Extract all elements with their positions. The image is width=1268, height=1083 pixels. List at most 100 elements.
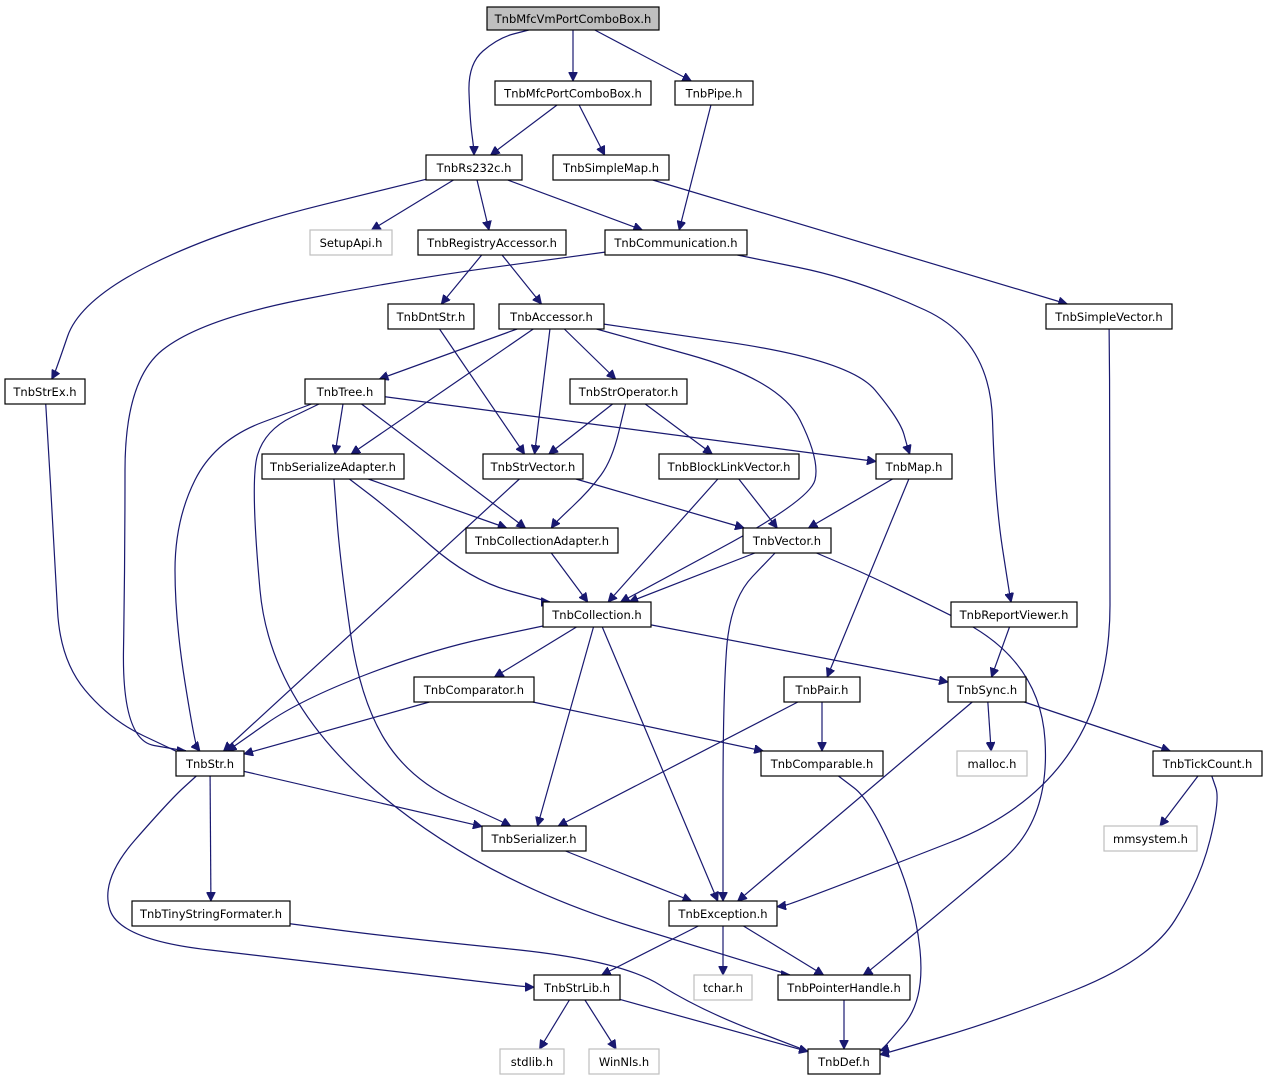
node-tnbtinystringformater-h[interactable]: TnbTinyStringFormater.h: [131, 900, 291, 927]
node-label: TnbRegistryAccessor.h: [426, 236, 557, 250]
edge-str-to-serializer: [243, 770, 482, 826]
node-tnbserializeadapter-h[interactable]: TnbSerializeAdapter.h: [261, 453, 405, 480]
node-stdlib-h[interactable]: stdlib.h: [499, 1048, 565, 1075]
node-tnbstrex-h[interactable]: TnbStrEx.h: [4, 378, 86, 405]
node-box: [875, 453, 953, 480]
node-tnbblocklinkvector-h[interactable]: TnbBlockLinkVector.h: [658, 453, 800, 480]
node-label: TnbTickCount.h: [1162, 757, 1253, 771]
edge-root-to-rs232c: [468, 29, 529, 155]
edge-layer: [45, 29, 1218, 1055]
node-tnbsimplevector-h[interactable]: TnbSimpleVector.h: [1045, 303, 1173, 330]
edge-pair-to-serializer: [558, 701, 799, 827]
node-tnbexception-h[interactable]: TnbException.h: [668, 900, 778, 927]
edge-strlib-to-winnls: [584, 999, 616, 1049]
node-label: TnbStrOperator.h: [578, 385, 679, 399]
node-tnbvector-h[interactable]: TnbVector.h: [742, 527, 832, 554]
node-tnbdef-h[interactable]: TnbDef.h: [807, 1048, 881, 1075]
node-tnbaccessor-h[interactable]: TnbAccessor.h: [498, 303, 605, 330]
edge-rs232c-to-strex: [51, 178, 427, 379]
edge-comparator-to-str: [244, 701, 430, 754]
node-label: TnbReportViewer.h: [959, 608, 1069, 622]
node-box: [533, 974, 621, 1001]
node-tnbstr-h[interactable]: TnbStr.h: [175, 750, 245, 777]
node-box: [807, 1048, 881, 1075]
node-label: TnbMfcPortComboBox.h: [503, 87, 642, 101]
edge-strvector-to-vector: [575, 478, 744, 528]
edge-seradapter-to-colladapter: [368, 478, 506, 528]
node-winnls-h[interactable]: WinNls.h: [588, 1048, 660, 1075]
node-label: TnbSync.h: [956, 683, 1017, 697]
edge-rs232c-to-comm: [507, 179, 643, 230]
node-tnbstrlib-h[interactable]: TnbStrLib.h: [533, 974, 621, 1001]
node-tnbcommunication-h[interactable]: TnbCommunication.h: [604, 229, 748, 256]
node-label: WinNls.h: [599, 1055, 649, 1069]
node-setupapi-h[interactable]: SetupApi.h: [309, 229, 393, 256]
edge-reportviewer-to-sync: [992, 626, 1011, 677]
node-tnbregistryaccessor-h[interactable]: TnbRegistryAccessor.h: [417, 229, 567, 256]
node-box: [498, 303, 605, 330]
node-tnbreportviewer-h[interactable]: TnbReportViewer.h: [950, 601, 1078, 628]
node-tnbmap-h[interactable]: TnbMap.h: [875, 453, 953, 480]
edge-tree-to-map: [384, 396, 876, 462]
node-box: [304, 378, 386, 405]
node-label: TnbDntStr.h: [396, 310, 466, 324]
edge-comm-to-str: [122, 251, 606, 751]
node-box: [760, 750, 884, 777]
edge-mfcport-to-rs232c: [491, 104, 558, 155]
node-tnbstroperator-h[interactable]: TnbStrOperator.h: [569, 378, 688, 405]
node-box: [481, 825, 587, 852]
node-tnbcollection-h[interactable]: TnbCollection.h: [542, 601, 652, 628]
node-mmsystem-h[interactable]: mmsystem.h: [1103, 825, 1198, 852]
node-tnbpipe-h[interactable]: TnbPipe.h: [674, 80, 754, 106]
node-tnbtickcount-h[interactable]: TnbTickCount.h: [1152, 750, 1263, 777]
node-tnbserializer-h[interactable]: TnbSerializer.h: [481, 825, 587, 852]
edge-vector-to-collection: [629, 552, 756, 602]
edge-accessor-to-tree: [379, 328, 518, 379]
edge-collection-to-str: [227, 625, 544, 751]
edge-rs232c-to-setupapi: [372, 179, 454, 230]
edge-pipe-to-comm: [679, 104, 712, 230]
edge-seradapter-to-collection: [349, 478, 550, 602]
edge-regacc-to-dntstr: [441, 254, 483, 304]
node-box: [777, 974, 911, 1001]
node-box: [465, 527, 619, 554]
node-label: TnbMfcVmPortComboBox.h: [494, 12, 652, 26]
node-tnbcomparator-h[interactable]: TnbComparator.h: [413, 676, 535, 703]
node-tnbrs232c-h[interactable]: TnbRs232c.h: [425, 154, 523, 181]
node-label: TnbAccessor.h: [509, 310, 593, 324]
node-label: TnbCommunication.h: [613, 236, 737, 250]
node-box: [569, 378, 688, 405]
node-label: mmsystem.h: [1113, 832, 1188, 846]
edge-str-to-tinyfmt: [210, 775, 211, 901]
node-tnbmfcportcombobox-h[interactable]: TnbMfcPortComboBox.h: [494, 80, 652, 106]
node-malloc-h[interactable]: malloc.h: [956, 750, 1028, 777]
node-box: [658, 453, 800, 480]
edge-tree-to-colladapter: [361, 403, 526, 528]
node-tnbpointerhandle-h[interactable]: TnbPointerHandle.h: [777, 974, 911, 1001]
node-tnbstrvector-h[interactable]: TnbStrVector.h: [482, 453, 584, 480]
node-tnbtree-h[interactable]: TnbTree.h: [304, 378, 386, 405]
node-tnbmfcvmportcombobox-h[interactable]: TnbMfcVmPortComboBox.h: [486, 6, 660, 31]
node-tnbsimplemap-h[interactable]: TnbSimpleMap.h: [552, 154, 670, 181]
edge-vector-to-exception: [723, 552, 776, 901]
node-label: TnbPair.h: [795, 683, 849, 697]
node-box: [950, 601, 1078, 628]
node-box: [604, 229, 748, 256]
node-tchar-h[interactable]: tchar.h: [693, 974, 753, 1001]
node-tnbcomparable-h[interactable]: TnbComparable.h: [760, 750, 884, 777]
node-tnbcollectionadapter-h[interactable]: TnbCollectionAdapter.h: [465, 527, 619, 554]
node-tnbpair-h[interactable]: TnbPair.h: [783, 676, 861, 703]
node-box: [175, 750, 245, 777]
edge-collection-to-serializer: [538, 626, 595, 826]
node-tnbsync-h[interactable]: TnbSync.h: [947, 676, 1027, 703]
node-tnbdntstr-h[interactable]: TnbDntStr.h: [387, 303, 475, 330]
node-label: tchar.h: [703, 981, 743, 995]
edge-tree-to-seradapter: [335, 403, 344, 454]
node-box: [4, 378, 86, 405]
edge-strop-to-strvector: [549, 403, 613, 454]
edge-tickcount-to-def: [880, 775, 1218, 1055]
node-label: TnbStr.h: [185, 757, 234, 771]
edge-map-to-vector: [808, 478, 893, 529]
edge-tinyfmt-to-def: [289, 923, 809, 1052]
